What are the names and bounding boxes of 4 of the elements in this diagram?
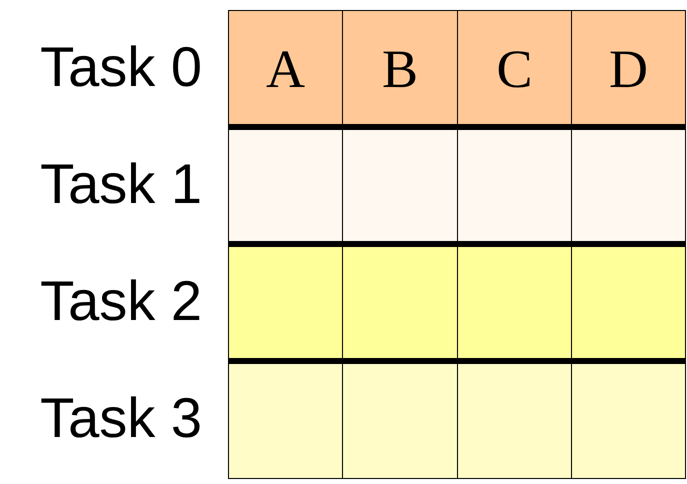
row-label: Task 1 bbox=[40, 156, 202, 212]
row-label: Task 3 bbox=[40, 390, 202, 446]
row-label: Task 2 bbox=[40, 272, 202, 328]
row-label: Task 0 bbox=[40, 38, 202, 94]
